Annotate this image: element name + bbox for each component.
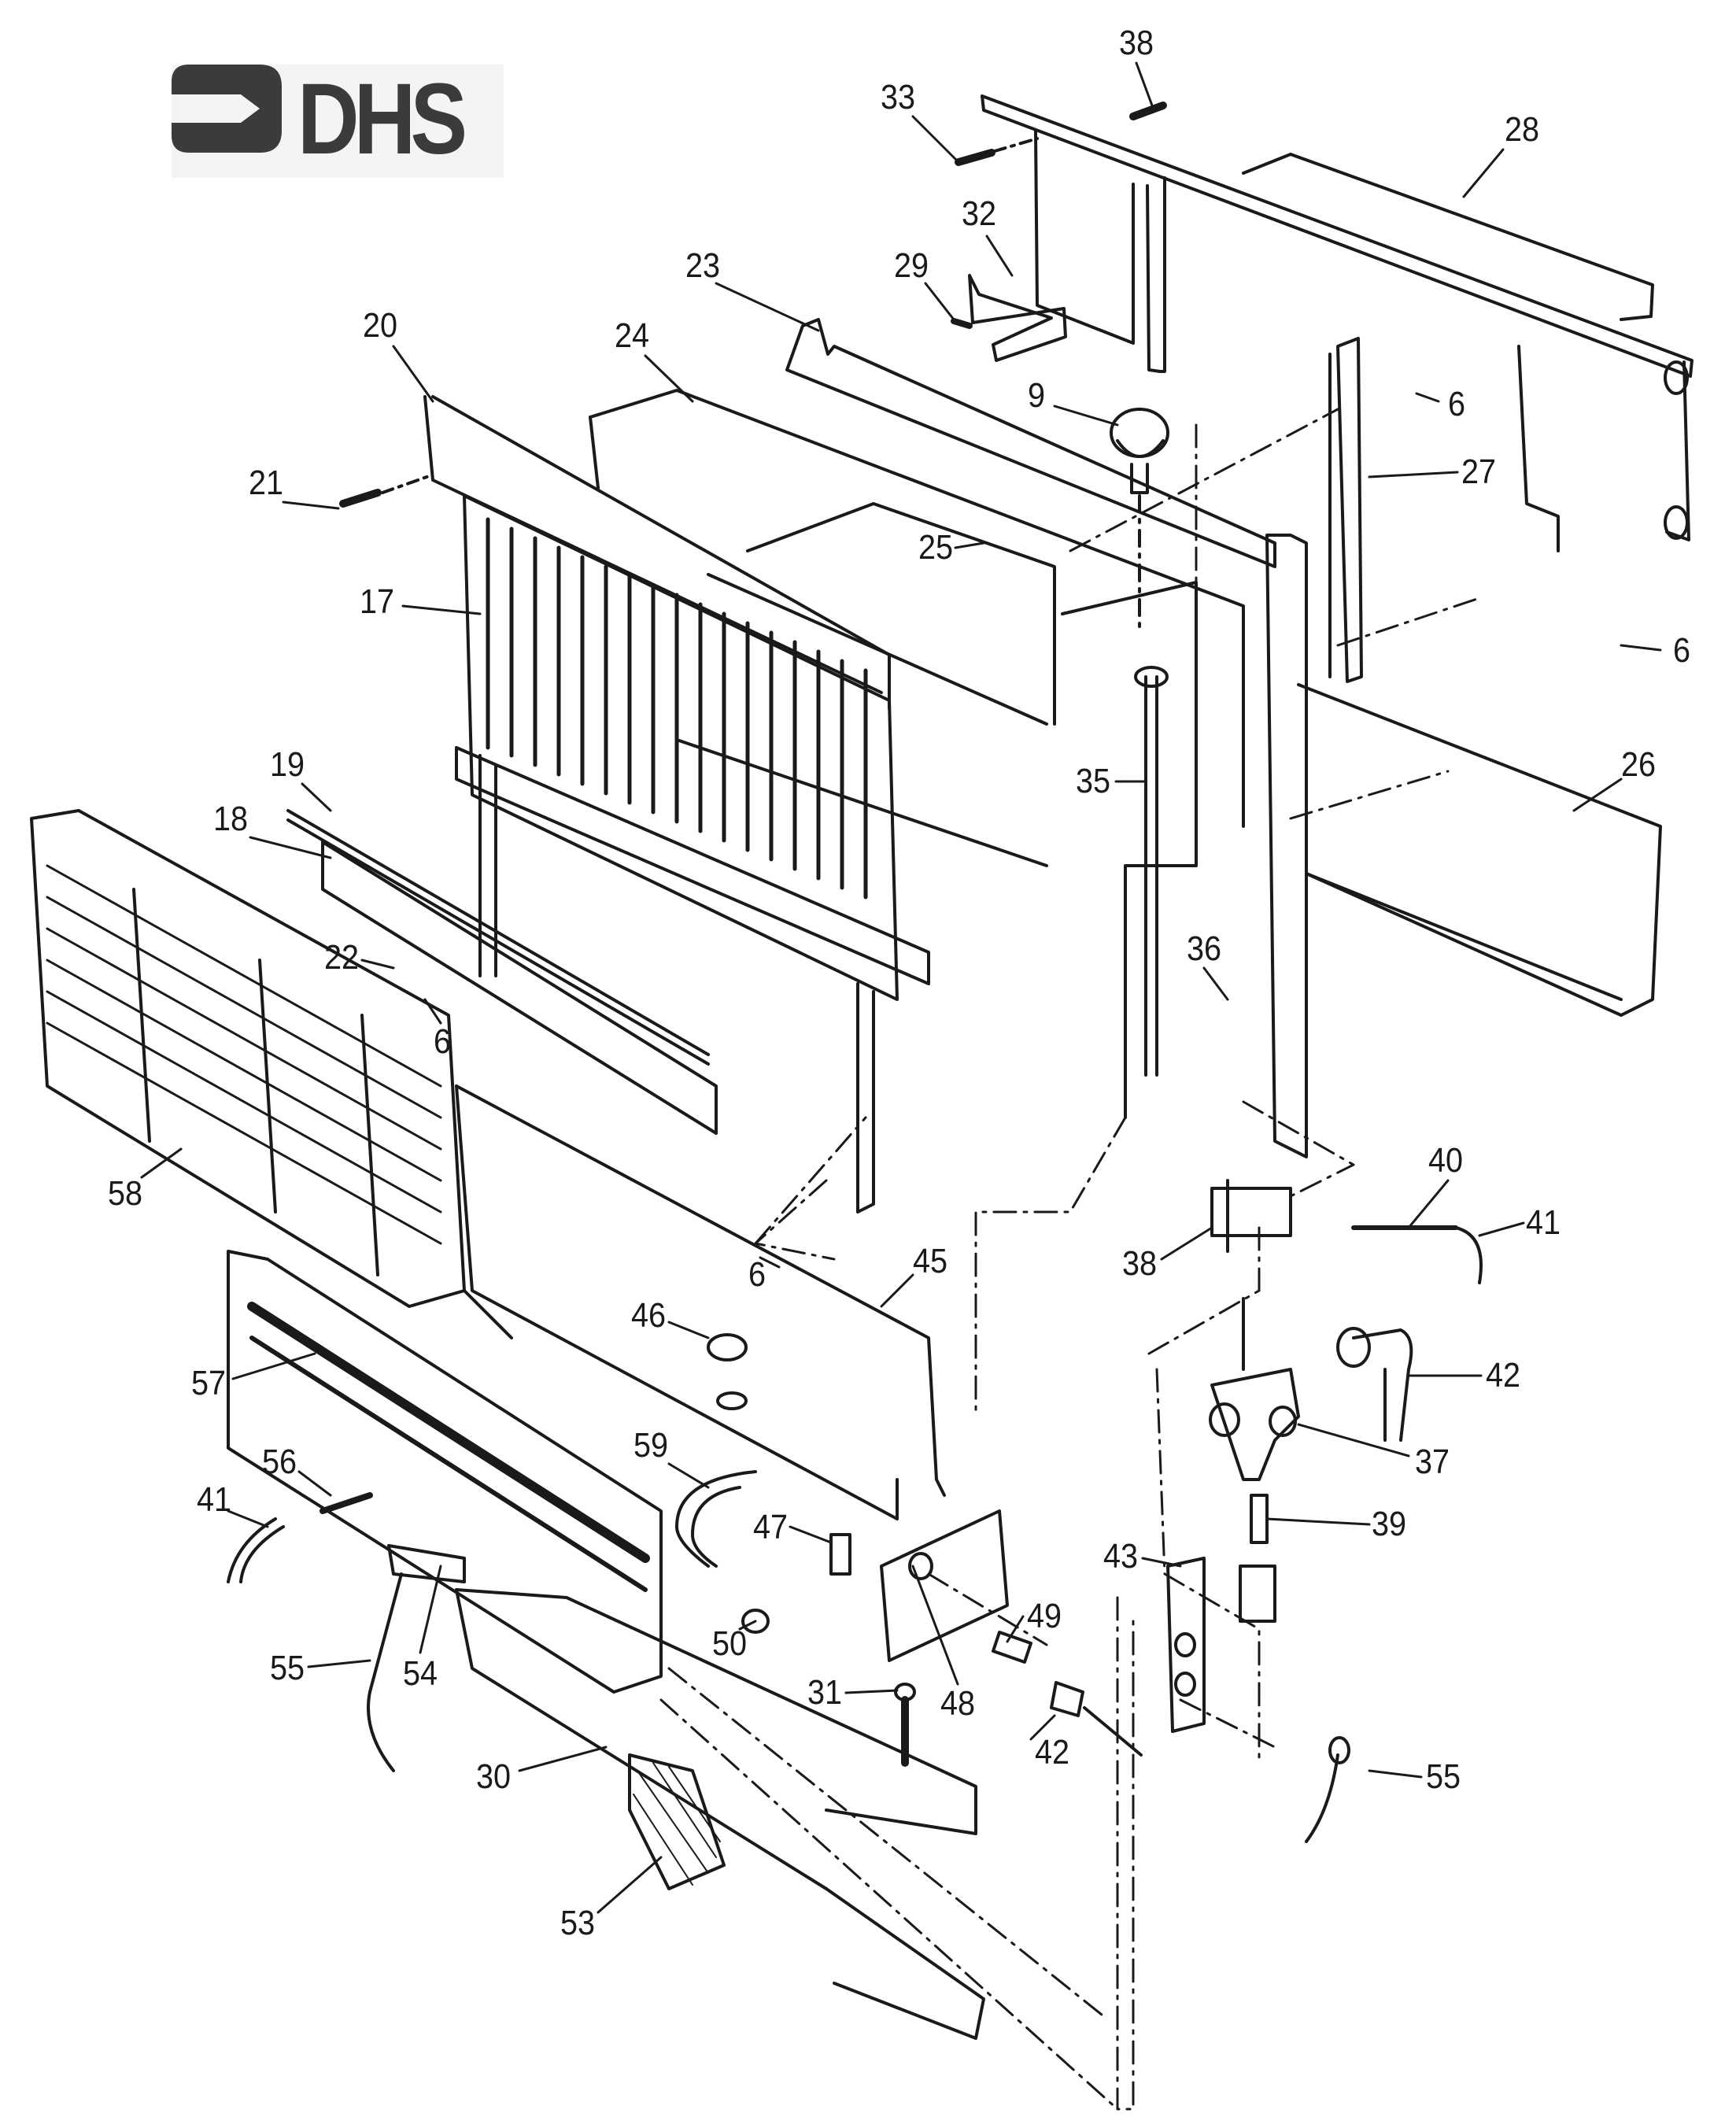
callout-22: 22 [323,938,360,977]
part-18-strip [321,840,718,1135]
callout-28: 28 [1504,110,1540,149]
callout-55: 55 [1425,1757,1461,1796]
logo-text: DHS [297,63,467,175]
part-54-pilot-bracket [387,1544,466,1583]
callout-35: 35 [1075,762,1111,800]
callout-48: 48 [940,1684,976,1723]
part-42-nut [1050,1681,1143,1757]
part-56-pilot [319,1492,373,1514]
callout-46: 46 [630,1296,667,1335]
part-24-chamber [589,389,1245,867]
part-55-tube-right [1305,1736,1350,1843]
part-19-rail [286,809,710,1066]
callout-56: 56 [261,1443,297,1481]
callout-32: 32 [961,194,997,233]
callout-53: 53 [560,1904,596,1942]
callout-45: 45 [912,1242,948,1280]
part-57-burner [227,1250,663,1694]
callout-55: 55 [269,1649,305,1687]
part-45-housing [455,1084,946,1520]
part-20-frame [423,395,891,710]
part-32-bracket [968,274,1067,362]
part-38-block [1210,1179,1292,1253]
callout-43: 43 [1103,1537,1139,1576]
part-46-grommet [707,1333,748,1410]
part-9-knob [1110,408,1169,494]
callout-6: 6 [1447,385,1466,423]
part-55-tube-left [367,1572,403,1772]
callout-30: 30 [475,1757,512,1796]
part-48-bracket [880,1509,1009,1662]
part-37-valve [1209,1297,1300,1481]
callout-37: 37 [1414,1443,1450,1481]
callout-36: 36 [1186,929,1222,968]
callout-38: 38 [1121,1244,1158,1283]
callout-59: 59 [633,1426,669,1465]
part-right-bracket [1061,534,1308,1158]
part-47-switch [829,1533,851,1576]
callout-31: 31 [807,1673,843,1712]
callout-20: 20 [362,306,398,345]
callout-19: 19 [269,745,305,784]
leader-lines [140,61,1662,1914]
callout-50: 50 [711,1624,748,1663]
callout-54: 54 [402,1654,438,1693]
callout-33: 33 [880,78,916,116]
part-26-rail [1297,683,1662,1017]
callout-47: 47 [752,1508,789,1546]
part-27-strap [1328,337,1363,683]
callout-21: 21 [248,464,284,502]
callout-41: 41 [1525,1203,1561,1242]
callout-29: 29 [893,246,929,285]
part-23-plate [785,318,1276,568]
callout-26: 26 [1620,745,1657,784]
part-50-nut [741,1609,770,1634]
callout-58: 58 [107,1174,143,1213]
callout-24: 24 [614,316,650,355]
callout-17: 17 [359,582,395,621]
callout-39: 39 [1371,1505,1407,1543]
assembly-lines [659,408,1481,2111]
callout-9: 9 [1027,376,1046,415]
part-53-screen [628,1753,726,1890]
arrow-right-icon [172,65,282,153]
part-35-rod [1134,494,1169,1077]
callout-49: 49 [1026,1597,1062,1635]
part-59-tube [675,1470,757,1568]
part-40-lead [1351,1225,1483,1284]
dhs-logo: DHS [172,63,504,178]
callout-40: 40 [1428,1141,1464,1180]
part-49-fitting [992,1631,1032,1664]
callout-41: 41 [196,1480,232,1519]
callout-6: 6 [748,1255,766,1294]
callout-42: 42 [1485,1356,1521,1395]
callout-25: 25 [918,528,954,567]
part-17-heat-exchanger [455,494,930,1214]
part-43-bracket [1166,1557,1206,1733]
part-33-screw [955,137,1039,166]
part-29-screw [951,318,973,329]
part-28-top-panel [981,94,1694,552]
part-38-pin-top [1129,102,1167,120]
callout-57: 57 [190,1364,227,1402]
callout-18: 18 [212,800,249,838]
callout-27: 27 [1461,453,1497,491]
callout-38: 38 [1118,24,1154,62]
part-41-lead-left [227,1517,285,1583]
part-39-fitting [1239,1494,1276,1623]
callout-6: 6 [1672,631,1691,670]
part-42-tube-right [1336,1327,1413,1442]
callout-42: 42 [1034,1733,1070,1771]
part-21-screw [339,474,433,508]
callout-6: 6 [433,1022,452,1061]
callout-23: 23 [685,246,721,285]
